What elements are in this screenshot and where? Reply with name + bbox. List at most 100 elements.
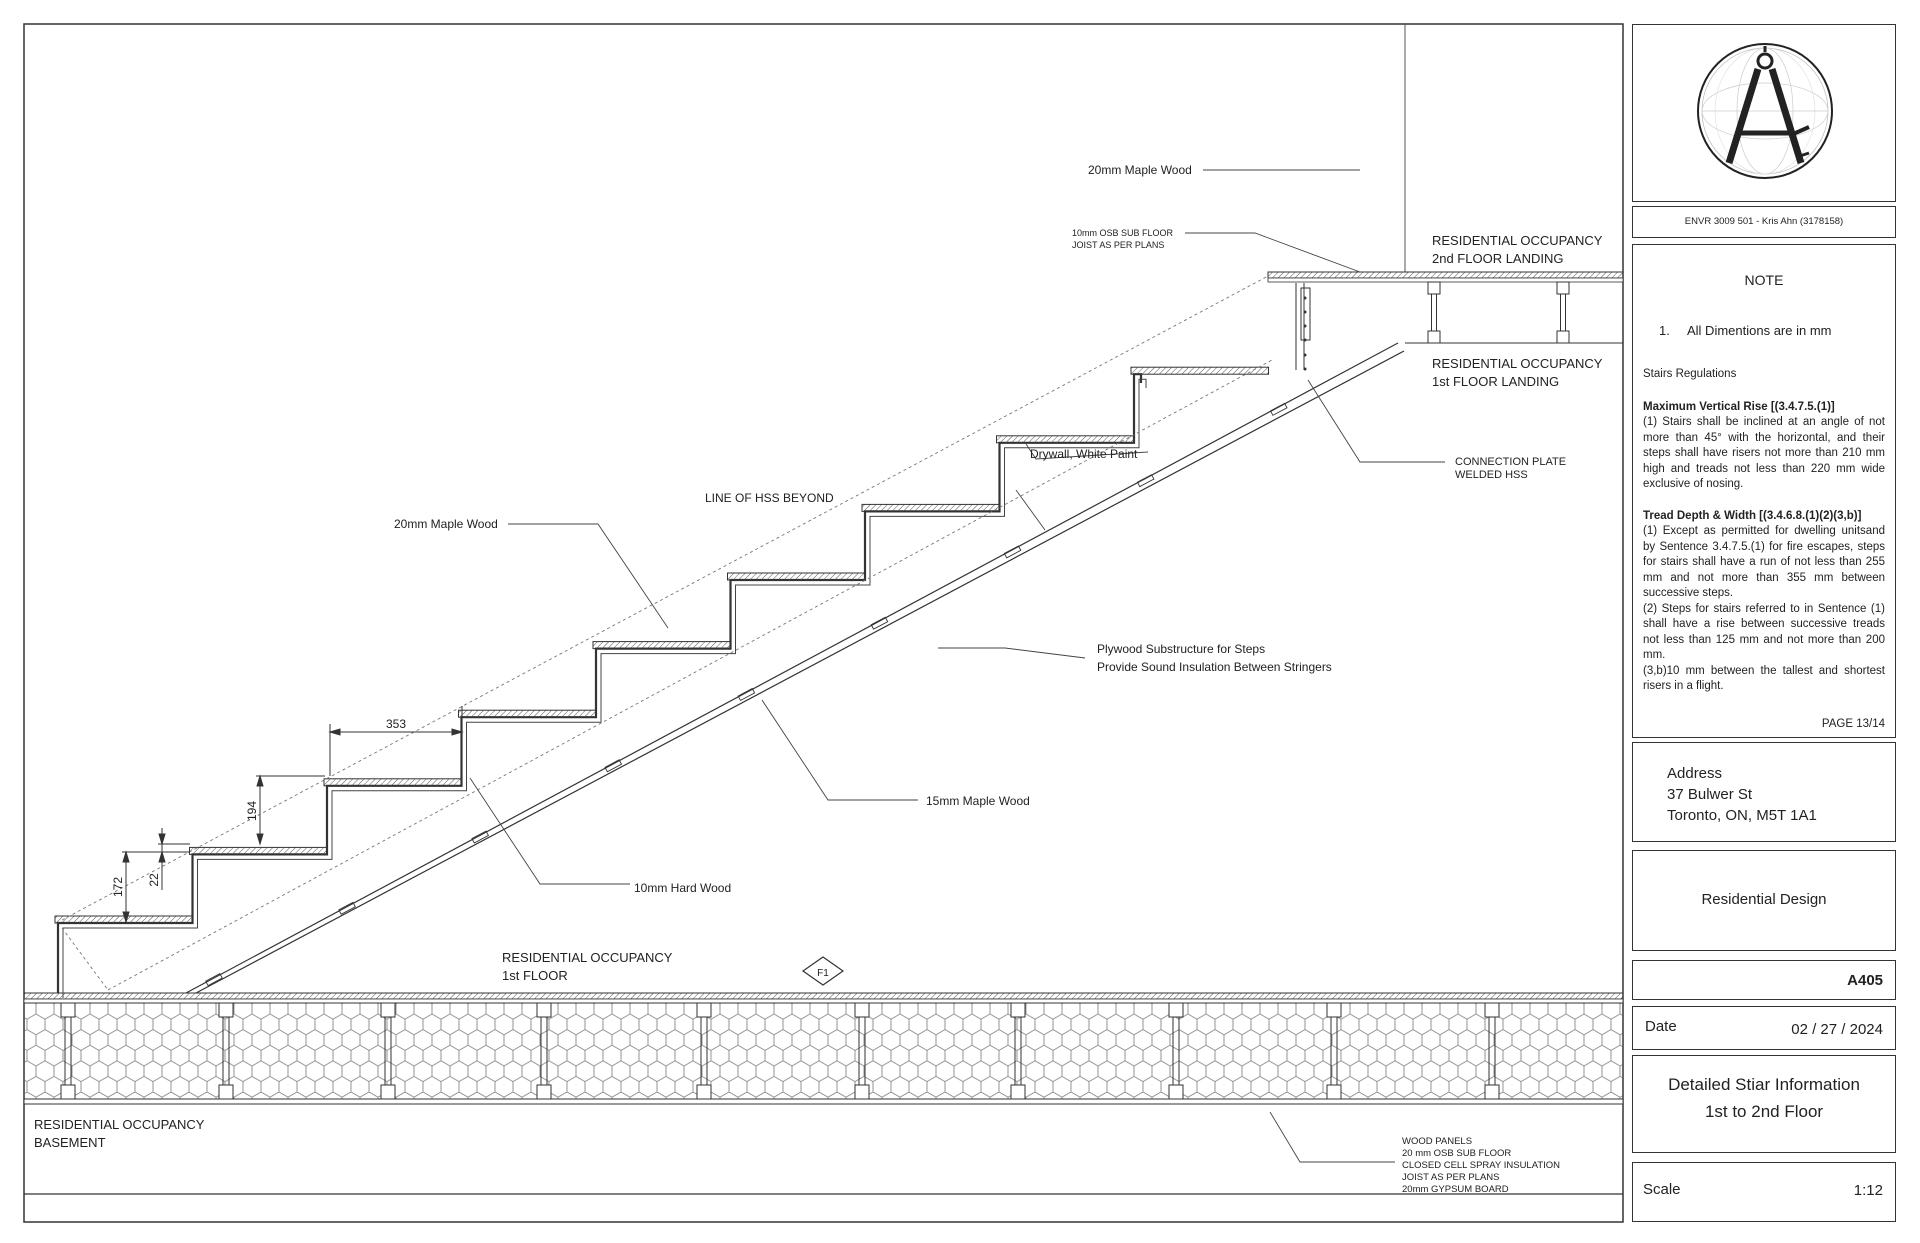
stair-tread bbox=[458, 709, 597, 718]
connection-plate bbox=[1295, 283, 1311, 371]
stringer-fastener bbox=[471, 830, 490, 844]
floor-joist bbox=[1168, 1002, 1184, 1100]
floor-hatch-band bbox=[23, 992, 1624, 1000]
author-text: ENVR 3009 501 - Kris Ahn (3178158) bbox=[1684, 216, 1844, 227]
rise-heading: Maximum Vertical Rise [(3.4.7.5.(1)] bbox=[1643, 400, 1835, 413]
landing-finish bbox=[1267, 271, 1624, 279]
label-floor-layer-1: WOOD PANELS bbox=[1402, 1136, 1472, 1147]
label-occ-1st-landing-line2: 1st FLOOR LANDING bbox=[1432, 374, 1559, 389]
stair-tread bbox=[727, 572, 866, 581]
stair-tread bbox=[189, 846, 328, 855]
floor-assembly bbox=[23, 992, 1624, 1105]
stringer-fastener bbox=[870, 616, 889, 630]
floor-joists bbox=[60, 1002, 1500, 1100]
landing-2nd-floor bbox=[1267, 271, 1624, 371]
dim-tread-thickness: 22 bbox=[147, 873, 161, 887]
label-occ-2nd-line1: RESIDENTIAL OCCUPANCY bbox=[1432, 233, 1603, 248]
stair-tread bbox=[592, 641, 731, 650]
label-maple-wood-top: 20mm Maple Wood bbox=[1088, 163, 1192, 177]
floor-joist bbox=[854, 1002, 870, 1100]
label-occ-1st-floor-line1: RESIDENTIAL OCCUPANCY bbox=[502, 950, 673, 965]
stringer-fastener bbox=[1136, 474, 1155, 488]
date-panel: Date 02 / 27 / 2024 bbox=[1632, 1006, 1896, 1050]
stair-riser-profile bbox=[56, 373, 1143, 993]
label-floor-layer-4: JOIST AS PER PLANS bbox=[1402, 1172, 1500, 1183]
stringer-fastener bbox=[338, 901, 356, 915]
label-occ-2nd-line2: 2nd FLOOR LANDING bbox=[1432, 251, 1564, 266]
date-label: Date bbox=[1645, 1018, 1677, 1035]
address-label: Address bbox=[1667, 765, 1723, 782]
page-number: PAGE 13/14 bbox=[1821, 718, 1885, 730]
author-panel: ENVR 3009 501 - Kris Ahn (3178158) bbox=[1632, 206, 1896, 238]
stair-tread bbox=[54, 915, 193, 924]
label-maple-wood-left: 20mm Maple Wood bbox=[394, 517, 498, 531]
osb-subfloor bbox=[23, 998, 1624, 1004]
dim-run: 353 bbox=[386, 717, 406, 731]
drawing-frame bbox=[23, 23, 1624, 1223]
landing-joist bbox=[1427, 281, 1441, 344]
logo-panel bbox=[1632, 24, 1896, 202]
dim-rise: 194 bbox=[245, 801, 259, 821]
label-connection-line2: WELDED HSS bbox=[1455, 469, 1528, 481]
gypsum-board bbox=[23, 1098, 1624, 1105]
label-plywood-line2: Provide Sound Insulation Between Stringe… bbox=[1097, 660, 1332, 674]
stringer-bottom-edge bbox=[195, 350, 1405, 994]
hss-line-lower bbox=[107, 359, 1273, 991]
spray-insulation bbox=[23, 1002, 1624, 1100]
floor-joist bbox=[380, 1002, 396, 1100]
stringer-fastener bbox=[604, 759, 623, 773]
label-hard-wood: 10mm Hard Wood bbox=[634, 881, 731, 895]
hss-line-upper bbox=[61, 275, 1269, 921]
stringer-top-edge bbox=[185, 342, 1399, 994]
leader-lines bbox=[469, 169, 1445, 1163]
dim-rise-first: 172 bbox=[111, 877, 125, 897]
sheet-title-panel: Detailed Stiar Information 1st to 2nd Fl… bbox=[1632, 1055, 1896, 1153]
note-item-number: 1. bbox=[1659, 323, 1670, 338]
label-plywood-line1: Plywood Substructure for Steps bbox=[1097, 642, 1265, 656]
scale-panel: Scale 1:12 bbox=[1632, 1162, 1896, 1222]
stair-substructure-profile bbox=[62, 378, 1147, 998]
tread-text-3: (3,b)10 mm between the tallest and short… bbox=[1643, 664, 1885, 693]
section-tag: F1 bbox=[817, 968, 829, 979]
stringer-fastener bbox=[1269, 402, 1288, 416]
date-value: 02 / 27 / 2024 bbox=[1791, 1021, 1883, 1038]
landing-joist bbox=[1556, 281, 1570, 344]
landing-subfloor bbox=[1267, 277, 1624, 283]
label-floor-layer-5: 20mm GYPSUM BOARD bbox=[1402, 1184, 1509, 1195]
floor-joist bbox=[536, 1002, 552, 1100]
scale-value: 1:12 bbox=[1853, 1182, 1883, 1199]
project-type: Residential Design bbox=[1701, 891, 1827, 908]
floor-joist bbox=[696, 1002, 712, 1100]
note-item-text: All Dimentions are in mm bbox=[1687, 323, 1832, 338]
regulations-block: Stairs Regulations Maximum Vertical Rise… bbox=[1643, 367, 1885, 695]
sheet-number: A405 bbox=[1847, 972, 1883, 989]
section-marker: F1 bbox=[801, 956, 845, 986]
tread-heading: Tread Depth & Width [(3.4.6.8.(1)(2)(3,b… bbox=[1643, 509, 1862, 522]
tread-text-1: (1) Except as permitted for dwelling uni… bbox=[1643, 525, 1885, 599]
floor-joist bbox=[1010, 1002, 1026, 1100]
callout-labels: 20mm Maple Wood 10mm OSB SUB FLOOR JOIST… bbox=[34, 163, 1603, 1195]
stringer-fastener bbox=[1003, 545, 1022, 559]
label-connection-line1: CONNECTION PLATE bbox=[1455, 456, 1566, 468]
label-maple-15: 15mm Maple Wood bbox=[926, 794, 1030, 808]
address-panel: Address 37 Bulwer St Toronto, ON, M5T 1A… bbox=[1632, 742, 1896, 842]
stair-tread bbox=[1130, 366, 1269, 375]
stair-tread bbox=[323, 778, 462, 787]
label-occ-1st-landing-line1: RESIDENTIAL OCCUPANCY bbox=[1432, 356, 1603, 371]
label-basement-line2: BASEMENT bbox=[34, 1135, 106, 1150]
label-floor-layer-2: 20 mm OSB SUB FLOOR bbox=[1402, 1148, 1511, 1159]
dimension-lines bbox=[122, 706, 464, 924]
notes-panel: NOTE 1. All Dimentions are in mm Stairs … bbox=[1632, 244, 1896, 738]
tread-text-2: (2) Steps for stairs referred to in Sent… bbox=[1643, 602, 1885, 662]
stair-tread bbox=[861, 503, 1000, 512]
stringer-fastener bbox=[205, 973, 223, 987]
stair-assembly bbox=[54, 275, 1405, 998]
label-floor-layer-3: CLOSED CELL SPRAY INSULATION bbox=[1402, 1160, 1560, 1171]
address-line-2: Toronto, ON, M5T 1A1 bbox=[1667, 807, 1817, 824]
regulations-title: Stairs Regulations bbox=[1643, 368, 1737, 380]
label-hss-beyond: LINE OF HSS BEYOND bbox=[705, 491, 834, 505]
floor-joist bbox=[1326, 1002, 1342, 1100]
scale-label: Scale bbox=[1643, 1181, 1681, 1198]
floor-joist bbox=[1484, 1002, 1500, 1100]
